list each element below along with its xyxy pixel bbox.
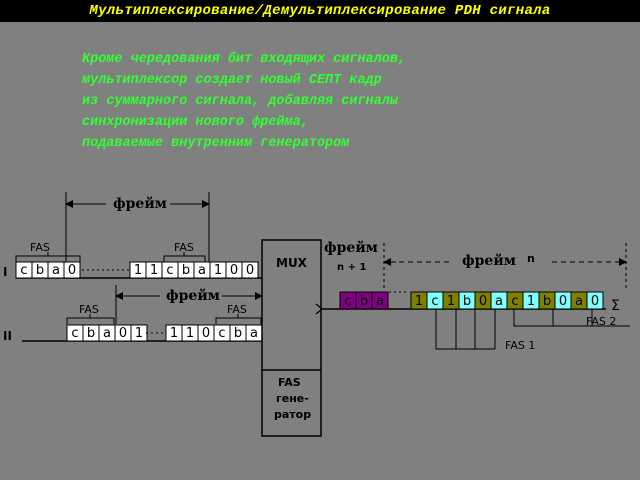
fas-label: FAS [227,303,247,316]
bit-label: a [52,263,60,278]
fas-label: FAS [79,303,99,316]
title-bar: Мультиплексирование/Демультиплексировани… [0,0,640,22]
description-line: мультиплексор создает новый СЕПТ кадр [82,73,382,88]
fas-generator-label: FAS [278,376,301,389]
frame-n-label: n [527,252,535,265]
frame-label: фрейм [113,195,167,212]
bit-label: a [376,294,384,309]
input-2-label: II [3,329,12,343]
bit-label: 1 [415,294,423,309]
bit-label: c [431,294,438,309]
bit-label: b [463,294,471,309]
input-1-label: I [3,265,7,279]
fas-brace [15,252,81,262]
bit-label: b [36,263,44,278]
bit-label: b [360,294,368,309]
bit-label: 0 [479,294,487,309]
bit-cell [241,261,259,279]
bit-label: c [71,326,78,341]
bit-label: 0 [591,294,599,309]
bit-label: c [511,294,518,309]
bit-cell [371,291,389,310]
bit-cell [63,261,81,279]
description-line: Кроме чередования бит входящих сигналов, [82,52,407,67]
fas1-label: FAS 1 [505,339,535,352]
bit-label: a [495,294,503,309]
fas-generator-label: ратор [274,408,311,421]
mux-block [261,239,322,437]
bit-label: a [575,294,583,309]
bit-label: b [87,326,95,341]
description-text: Кроме чередования бит входящих сигналов,… [82,49,406,154]
mux-label: MUX [276,256,308,270]
bit-cell [586,291,604,310]
fas-label: FAS [30,241,50,254]
frame-label: фрейм [166,287,220,304]
fas-brace [66,314,115,324]
bit-label: b [543,294,551,309]
sum-symbol: Σ [611,298,620,314]
bit-label: 0 [68,263,76,278]
description-line: из суммарного сигнала, добавляя сигналы [82,94,398,109]
fas2-label: FAS 2 [586,315,616,328]
description-line: синхронизации нового фрейма, [82,115,309,130]
frame-label: фрейм [462,252,516,269]
bit-label: 0 [246,263,254,278]
bit-label: 1 [447,294,455,309]
bit-label: 1 [527,294,535,309]
bit-label: 0 [559,294,567,309]
bit-label: 1 [214,263,222,278]
frame-label: фрейм [324,239,378,256]
bit-label: 1 [134,263,142,278]
bit-label: b [234,326,242,341]
bit-label: 1 [170,326,178,341]
bit-label: 0 [119,326,127,341]
bit-label: 1 [150,263,158,278]
fas-brace [215,314,262,324]
description-line: подаваемые внутренним генератором [82,136,350,151]
frame-n-plus-1-label: n + 1 [337,262,366,273]
bit-label: c [166,263,173,278]
bit-label: c [344,294,351,309]
bit-label: c [20,263,27,278]
fas1-bracket [435,309,495,350]
bit-label: 0 [202,326,210,341]
slide-title: Мультиплексирование/Демультиплексировани… [89,3,551,19]
bit-label: 1 [186,326,194,341]
bit-label: a [103,326,111,341]
bit-label: 1 [135,326,143,341]
bit-label: a [250,326,258,341]
fas-generator-label: гене- [276,392,309,405]
fas-brace [163,252,206,262]
bit-label: b [182,263,190,278]
bit-label: a [198,263,206,278]
fas2-bracket [513,309,630,327]
fas-label: FAS [174,241,194,254]
bit-label: c [218,326,225,341]
bit-label: 0 [230,263,238,278]
